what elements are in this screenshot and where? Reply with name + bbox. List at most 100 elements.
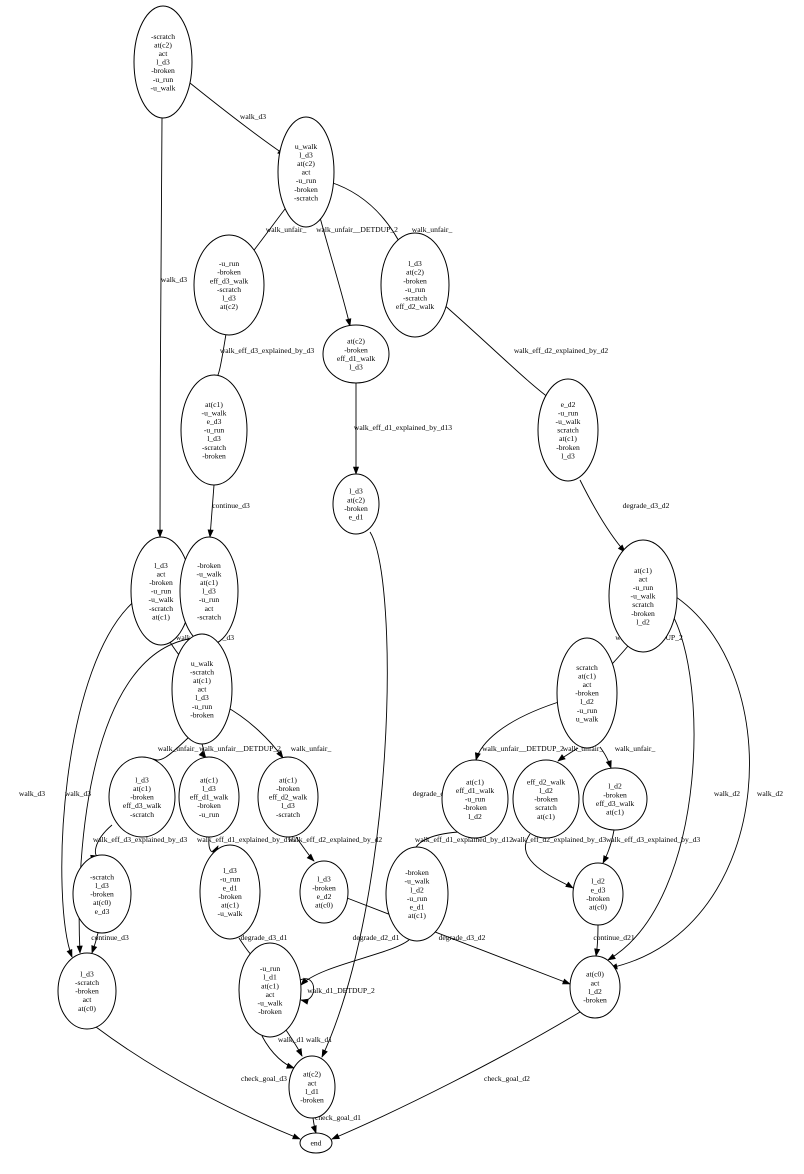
- node-label-line: act: [302, 168, 312, 177]
- edge-arrowhead: [565, 881, 574, 889]
- node-ellipse: [582, 767, 648, 831]
- node-label-line: l_d3: [281, 801, 295, 810]
- edge-arrowhead: [321, 1049, 328, 1058]
- edge-label: walk_eff_d3_explained_by_d3: [606, 835, 701, 844]
- edge-label: walk_d3: [240, 112, 266, 121]
- node-label-line: l_d2: [580, 697, 594, 706]
- node-label-line: at(c1): [408, 911, 426, 920]
- edge-label: walk_unfair_: [563, 744, 604, 753]
- edge-arrowhead: [474, 752, 481, 761]
- edge-path: [95, 1026, 301, 1140]
- edge-label: walk_eff_d1_explained_by_d13: [354, 423, 452, 432]
- node-label-line: l_d3: [195, 693, 209, 702]
- node-ellipse: [380, 232, 450, 338]
- transition-edge: degrade_d3_d2: [346, 897, 571, 985]
- node-label-line: l_d2: [591, 877, 605, 886]
- node-label-line: l_d1: [263, 973, 277, 982]
- state-node: l_d3at(c2)-broken-u_run-scratcheff_d2_wa…: [380, 232, 450, 338]
- node-label-line: -u_run: [558, 408, 578, 417]
- node-label-line: -scratch: [90, 872, 114, 881]
- node-label-line: -scratch: [151, 32, 175, 41]
- edge-arrowhead: [295, 1048, 303, 1057]
- node-label-line: -u_walk: [202, 408, 227, 417]
- edge-arrowhead: [331, 1133, 340, 1140]
- node-label-line: -broken: [575, 689, 599, 698]
- node-label-line: -u_walk: [405, 877, 430, 886]
- edge-path: [441, 302, 553, 401]
- node-label-line: -u_run: [405, 285, 425, 294]
- node-label-line: eff_d3_walk: [596, 799, 634, 808]
- transition-edge: continue_d3: [207, 484, 250, 538]
- node-label-line: act: [159, 49, 169, 58]
- edge-path: [609, 589, 750, 969]
- node-label-line: l_d3: [349, 363, 363, 372]
- edge-path: [317, 209, 351, 327]
- transition-edge: walk_d3: [19, 597, 139, 958]
- edge-label: walk_eff_d1_explained_by_d16: [197, 835, 295, 844]
- node-label-line: -u_run: [219, 259, 239, 268]
- node-ellipse: [133, 5, 193, 119]
- node-label-line: l_d2: [468, 812, 482, 821]
- node-label-line: at(c0): [586, 970, 604, 979]
- node-label-line: -u_walk: [631, 592, 656, 601]
- node-ellipse: [277, 116, 335, 228]
- node-label-line: -scratch: [75, 978, 99, 987]
- transition-edge: walk_unfair_: [599, 744, 655, 769]
- node-label-line: l_d3: [408, 259, 422, 268]
- node-ellipse: [322, 324, 390, 384]
- node-label-line: -u_run: [296, 176, 316, 185]
- node-label-line: -broken: [586, 894, 610, 903]
- node-label-line: -broken: [276, 784, 300, 793]
- edge-path: [184, 78, 286, 156]
- transition-edge: continue_d21: [593, 924, 635, 957]
- node-label-line: -u_run: [192, 702, 212, 711]
- node-label-line: -broken: [534, 795, 558, 804]
- node-label-line: -scratch: [403, 294, 427, 303]
- node-label-line: l_d2: [636, 617, 650, 626]
- edge-label: walk_d2: [714, 789, 740, 798]
- node-label-line: eff_d2_walk: [396, 302, 434, 311]
- edge-arrowhead: [76, 945, 83, 954]
- node-label-line: at(c1): [466, 777, 484, 786]
- node-ellipse: [178, 756, 240, 838]
- edge-arrowhead: [300, 998, 309, 1005]
- node-label-line: -u_walk: [556, 417, 581, 426]
- edge-path: [300, 939, 410, 986]
- node-label-line: at(c1): [559, 434, 577, 443]
- transition-edge: walk_unfair__DETDUP_2: [474, 699, 566, 761]
- node-label-line: -broken: [217, 268, 241, 277]
- node-label-line: at(c1): [634, 566, 652, 575]
- transition-edge: walk_eff_d2_explained_by_d3: [512, 833, 606, 889]
- node-label-line: scratch: [557, 426, 579, 435]
- node-label-line: -broken: [556, 443, 580, 452]
- node-label-line: e_d3: [207, 417, 222, 426]
- node-label-line: -broken: [344, 345, 368, 354]
- edge-label: walk_eff_d3_explained_by_d3: [220, 346, 315, 355]
- node-ellipse: [108, 756, 176, 838]
- edge-label: walk_d3: [161, 275, 187, 284]
- node-label-line: -u_run: [465, 795, 485, 804]
- node-ellipse: [171, 633, 233, 745]
- node-label-line: at(c2): [406, 268, 424, 277]
- node-label-line: at(c0): [589, 903, 607, 912]
- edge-arrowhead: [310, 1125, 317, 1134]
- edge-arrowhead: [557, 754, 566, 762]
- node-label-line: -broken: [300, 1096, 324, 1105]
- node-label-line: -broken: [149, 578, 173, 587]
- node-label-line: eff_d1_walk: [190, 793, 228, 802]
- node-label-line: -broken: [218, 892, 242, 901]
- transition-edge: walk_eff_d3_explained_by_d3: [214, 333, 315, 383]
- transition-edge: walk_unfair_: [557, 744, 604, 762]
